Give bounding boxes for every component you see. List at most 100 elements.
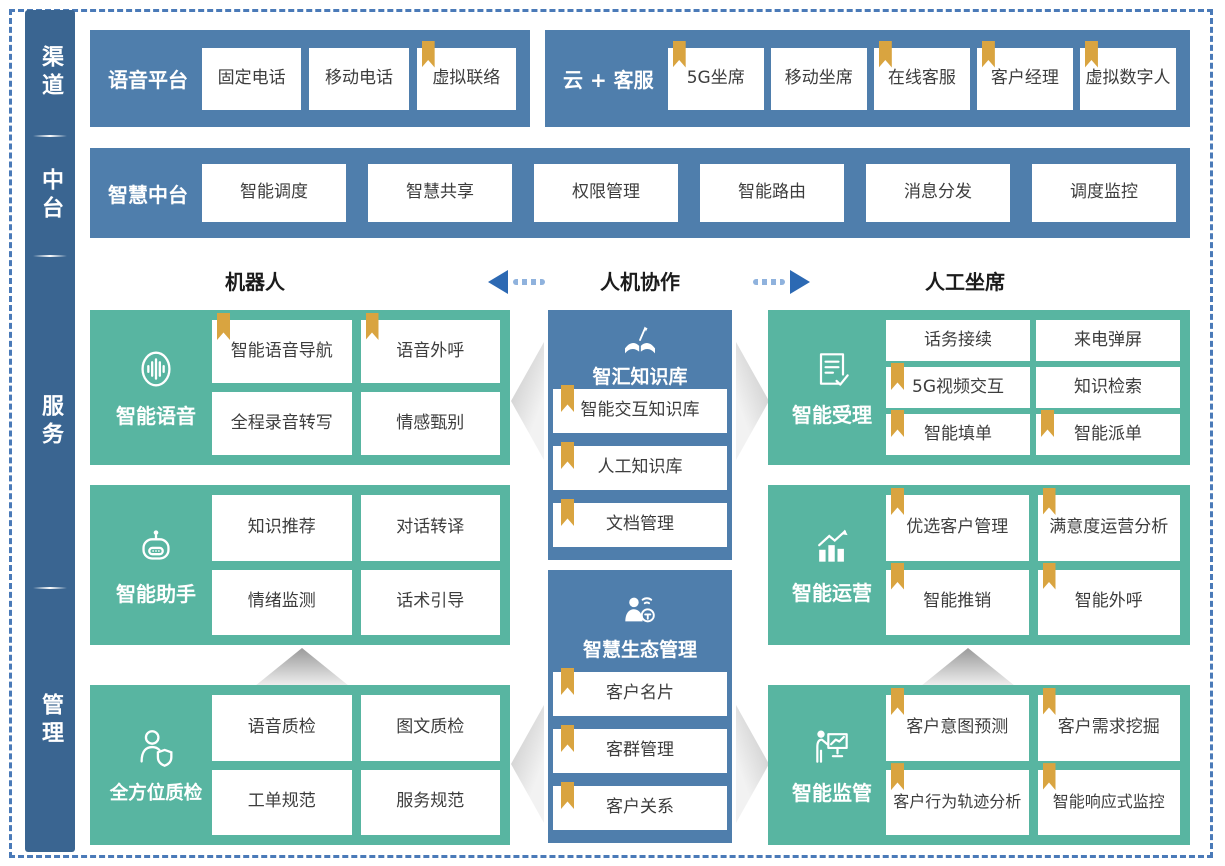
bookmark-icon: [891, 410, 904, 437]
box-head: 智汇知识库: [553, 322, 727, 389]
chip-label: 在线客服: [887, 67, 956, 88]
feature-chip: 智能填单: [886, 410, 1030, 455]
chip-label: 移动电话: [324, 67, 393, 88]
chip-label: 智能派单: [1074, 423, 1142, 444]
chip-label: 图文质检: [396, 716, 465, 737]
voice-wave-icon: [133, 346, 179, 392]
bookmark-icon: [878, 40, 892, 68]
bookmark-icon: [891, 363, 904, 390]
chip-label: 工单规范: [247, 791, 316, 812]
chip-label: 客户行为轨迹分析: [893, 792, 1022, 812]
feature-chip: 全程录音转写: [212, 392, 352, 455]
feature-chip: 语音外呼: [360, 313, 500, 383]
chip-label: 客户需求挖掘: [1057, 717, 1160, 738]
feature-chip: 5G视频交互: [886, 363, 1030, 408]
chip-grid: 语音质检 图文质检 工单规范 服务规范: [212, 695, 500, 835]
chip-label: 智能响应式监控: [1052, 792, 1165, 812]
chip-label: 5G坐席: [686, 67, 745, 88]
feature-chip: 情绪监测: [212, 569, 352, 635]
knowledge-base-box: 智汇知识库 智能交互知识库 人工知识库 文档管理: [548, 310, 732, 560]
chip-label: 知识推荐: [247, 516, 316, 537]
box-title: 智能受理: [792, 403, 872, 427]
chip-label: 话务接续: [924, 329, 992, 350]
bookmark-icon: [1041, 410, 1054, 437]
sidebar-divider: [33, 135, 67, 137]
chip-stack: 客户名片 客群管理 客户关系: [553, 668, 727, 830]
chip-label: 智能调度: [240, 182, 308, 203]
box-side: 全方位质检: [100, 695, 212, 835]
chip-label: 客户意图预测: [906, 717, 1009, 738]
feature-chip: 智能路由: [700, 164, 844, 222]
feature-chip: 知识推荐: [212, 495, 352, 561]
feature-chip: 客群管理: [553, 725, 727, 773]
sidebar-label: 中台: [38, 168, 63, 224]
sidebar-label: 渠道: [38, 44, 63, 101]
sidebar-label: 服务: [38, 394, 63, 450]
dashed-border: [9, 9, 1213, 858]
arrow-dash-tail: [513, 279, 545, 285]
bookmark-icon: [217, 313, 230, 340]
panel-title: 云 + 客服: [563, 68, 654, 92]
chip-label: 满意度运营分析: [1049, 516, 1169, 537]
feature-chip: 知识检索: [1036, 367, 1180, 408]
collab-arrow-left: [488, 270, 545, 294]
feature-chip: 话务接续: [886, 320, 1030, 361]
sidebar-section-midplatform: 中台: [25, 137, 75, 255]
bookmark-icon: [1042, 562, 1056, 590]
bookmark-icon: [561, 442, 574, 469]
box-title: 全方位质检: [109, 783, 203, 804]
column-header-collaboration: 人机协作: [600, 270, 680, 294]
feature-chip: 智能派单: [1036, 410, 1180, 455]
chip-grid: 客户意图预测 客户需求挖掘 客户行为轨迹分析 智能响应式监控: [886, 688, 1180, 835]
chip-label: 情感甄别: [396, 412, 465, 433]
bookmark-icon: [561, 385, 574, 412]
collab-arrow-right: [753, 270, 810, 294]
chip-label: 固定电话: [217, 67, 286, 88]
feature-chip: 满意度运营分析: [1037, 488, 1180, 561]
feature-chip: 智能调度: [202, 164, 346, 222]
chip-label: 智能外呼: [1074, 591, 1143, 612]
bookmark-icon: [365, 313, 379, 340]
chip-label: 智能交互知识库: [580, 400, 700, 421]
bookmark-icon: [1042, 488, 1056, 515]
bookmark-icon: [561, 782, 574, 809]
chip-label: 客户名片: [606, 683, 674, 704]
feature-chip: 固定电话: [202, 47, 302, 110]
smart-operation-box: 智能运营 优选客户管理 满意度运营分析 智能推销 智能外呼: [768, 485, 1190, 645]
feature-chip: 优选客户管理: [886, 488, 1029, 561]
feature-chip: 客户行为轨迹分析: [886, 763, 1029, 835]
chip-stack: 智能交互知识库 人工知识库 文档管理: [553, 385, 727, 547]
box-side: 智能助手: [100, 495, 212, 635]
feature-chip: 消息分发: [866, 164, 1010, 222]
bookmark-icon: [1042, 763, 1056, 791]
feature-chip: 客户经理: [976, 40, 1073, 110]
chip-label: 智能推销: [923, 591, 992, 612]
chip-row: 固定电话 移动电话 虚拟联络: [202, 40, 530, 110]
chip-label: 调度监控: [1070, 182, 1138, 203]
chip-label: 服务规范: [396, 791, 465, 812]
person-shield-icon: [133, 725, 179, 771]
eco-management-box: 智慧生态管理 客户名片 客群管理 客户关系: [548, 570, 732, 843]
feature-chip: 智能语音导航: [212, 313, 352, 383]
bookmark-icon: [672, 40, 686, 68]
chip-label: 语音外呼: [396, 340, 465, 361]
box-title: 智能语音: [116, 404, 196, 428]
feature-chip: 人工知识库: [553, 442, 727, 490]
chip-row: 5G坐席 移动坐席 在线客服 客户经理 虚拟数字人: [667, 40, 1190, 110]
chip-label: 人工知识库: [597, 457, 683, 478]
chip-label: 客户关系: [606, 797, 674, 818]
feature-chip: 5G坐席: [667, 40, 764, 110]
feature-chip: 移动坐席: [770, 47, 867, 110]
bookmark-icon: [561, 499, 574, 526]
chip-label: 移动坐席: [784, 67, 853, 88]
chip-label: 智能填单: [924, 423, 992, 444]
chip-label: 优选客户管理: [906, 516, 1009, 537]
feature-chip: 服务规范: [360, 769, 500, 835]
feature-chip: 智能外呼: [1037, 562, 1180, 635]
feature-chip: 移动电话: [309, 47, 409, 110]
arrow-dash-tail: [753, 279, 785, 285]
bookmark-icon: [891, 763, 904, 791]
chip-label: 话术引导: [396, 591, 465, 612]
document-check-icon: [810, 347, 854, 391]
